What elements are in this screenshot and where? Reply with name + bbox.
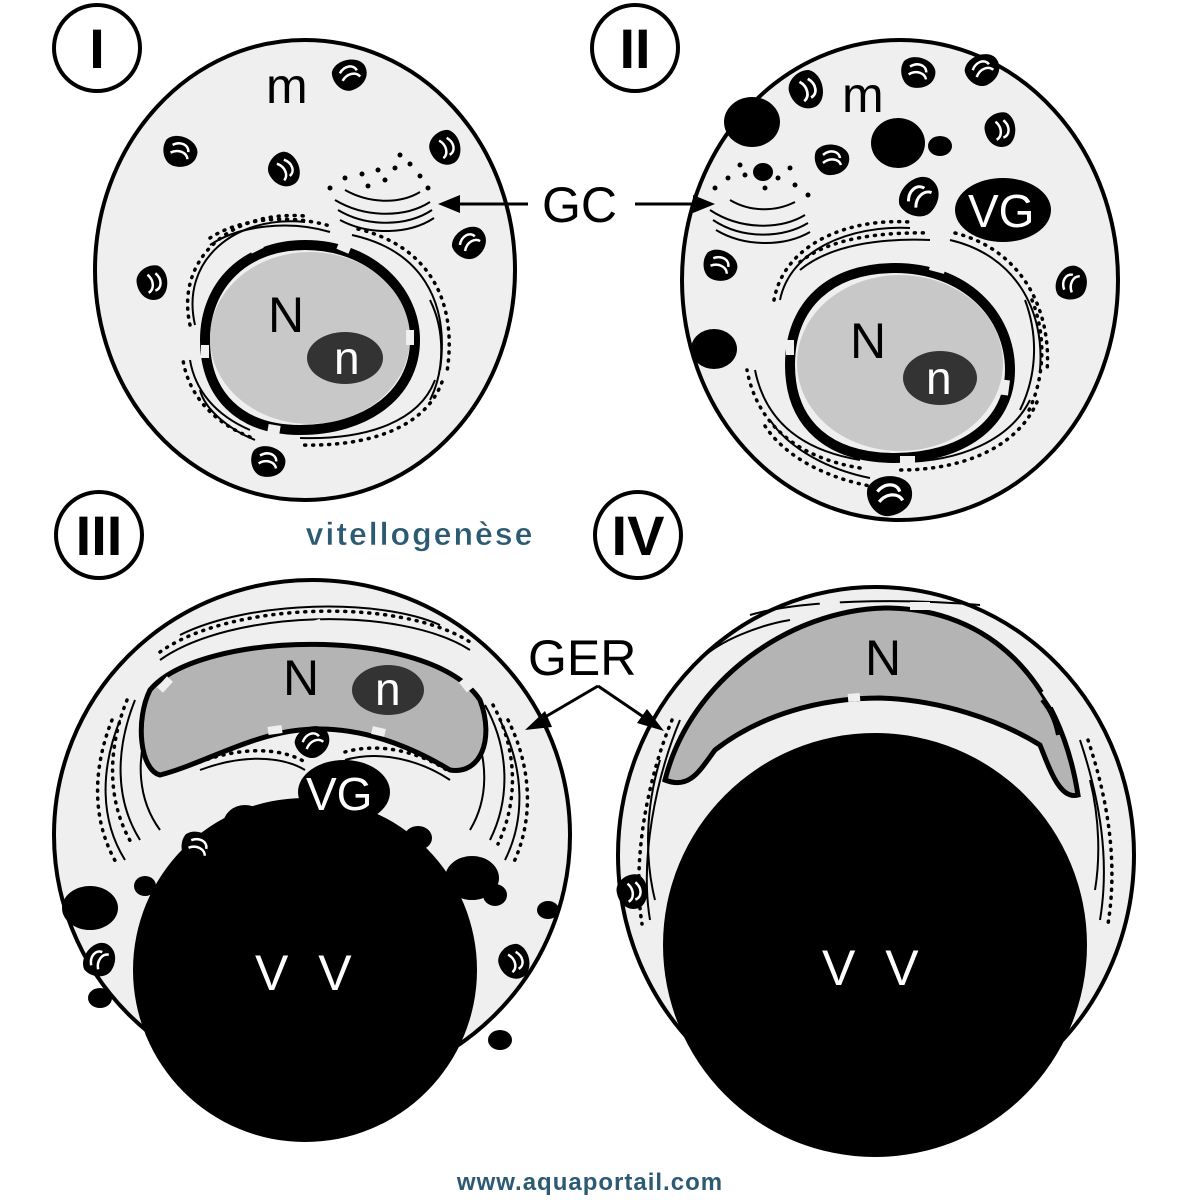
- nucleus: [210, 252, 410, 424]
- rough-er: [745, 219, 1050, 488]
- label-nucleolus: n: [926, 352, 952, 404]
- watermark: www.aquaportail.com: [456, 1169, 723, 1196]
- vitelline-vesicle: [133, 798, 477, 1142]
- panel-3-cell: N n VG V V: [52, 578, 572, 1142]
- diagram-title: vitellogenèse: [306, 516, 535, 552]
- nucleolus: [307, 332, 383, 384]
- label-vitelline-granule: VG: [968, 185, 1034, 237]
- vitelline-granules: [691, 97, 1051, 369]
- nucleolus: [352, 665, 424, 715]
- golgi-complex: [327, 152, 435, 233]
- label-nucleus: N: [865, 630, 901, 686]
- label-nucleus: N: [850, 313, 886, 369]
- panel-numerals: I II III IV: [52, 3, 683, 580]
- label-rough-er: GER: [528, 630, 636, 686]
- nucleolus: [903, 351, 977, 405]
- golgi-complex: [709, 162, 811, 244]
- golgi-callout: GC: [438, 177, 715, 233]
- nucleus: [662, 605, 1081, 798]
- label-vitelline-vesicle: V V: [255, 945, 360, 1001]
- panel-2-cell: N n m VG: [680, 38, 1120, 522]
- nucleus-envelope: [784, 262, 1016, 464]
- vitelline-vesicle: [663, 733, 1087, 1157]
- label-nucleolus: n: [334, 332, 360, 384]
- rough-er: [181, 213, 451, 447]
- label-golgi: GC: [542, 177, 617, 233]
- label-mitochondria: m: [842, 67, 884, 123]
- label-nucleolus: n: [375, 663, 401, 715]
- label-nucleus: N: [268, 287, 304, 343]
- numeral-4: IV: [612, 504, 665, 567]
- nucleus-envelope: [199, 239, 421, 436]
- rough-er: [95, 605, 530, 866]
- label-vitelline-granule: VG: [306, 768, 372, 820]
- panel-1-cell: N n m: [93, 38, 517, 502]
- numeral-2: II: [619, 17, 650, 80]
- label-nucleus: N: [283, 650, 319, 706]
- numeral-3: III: [76, 504, 123, 567]
- panel-4-cell: N V V: [612, 585, 1136, 1157]
- label-mitochondria: m: [266, 58, 308, 114]
- vitelline-granules: [62, 805, 559, 1050]
- ger-callout: GER: [525, 630, 664, 731]
- nucleus: [797, 275, 1003, 451]
- rough-er: [637, 600, 1114, 926]
- numeral-1: I: [89, 17, 105, 80]
- label-vitelline-vesicle: V V: [822, 940, 927, 996]
